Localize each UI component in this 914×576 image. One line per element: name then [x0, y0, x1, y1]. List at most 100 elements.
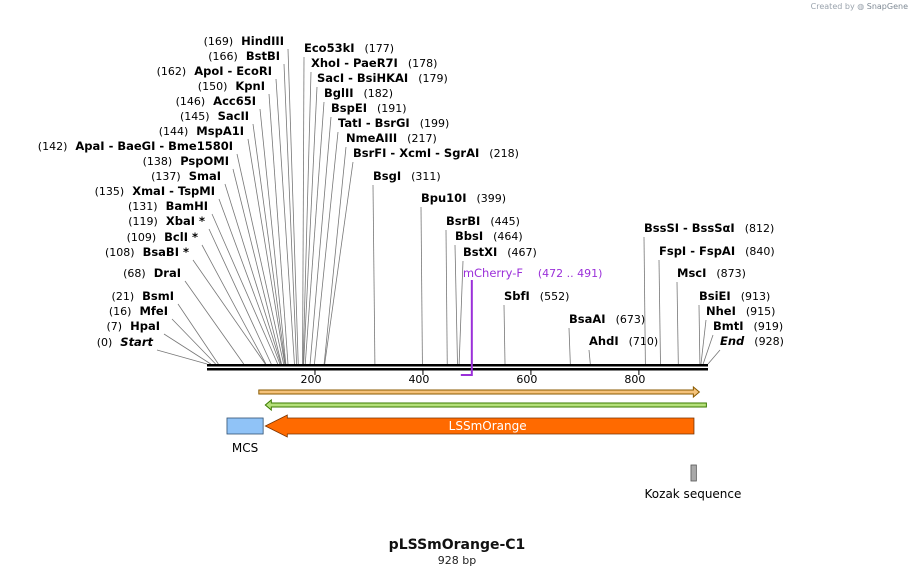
enzyme-site-acc65i[interactable]: Acc65I(146)	[176, 94, 287, 365]
enzyme-position: (135)	[95, 185, 125, 198]
enzyme-position: (131)	[128, 200, 158, 213]
enzyme-site-smai[interactable]: SmaI(137)	[151, 169, 282, 365]
primer-arrow[interactable]	[460, 280, 473, 376]
enzyme-name: DraI	[154, 266, 181, 280]
enzyme-site-xmai-tspmi[interactable]: XmaI - TspMI (135)	[95, 184, 281, 365]
enzyme-site-mspa1i[interactable]: MspA1I(144)	[159, 124, 286, 365]
enzyme-leader-line	[259, 108, 287, 365]
enzyme-position: (840)	[745, 245, 775, 258]
enzyme-site-bstbi[interactable]: BstBI(166)	[208, 49, 298, 365]
enzyme-leader-line	[247, 138, 286, 365]
enzyme-site-ahdi[interactable]: AhdI(710)	[588, 334, 658, 365]
enzyme-site-bpu10i[interactable]: Bpu10I(399)	[420, 191, 506, 365]
enzyme-position: (138)	[143, 155, 173, 168]
enzyme-name: MfeI	[139, 304, 168, 318]
enzyme-leader-line	[232, 168, 282, 365]
enzyme-position: (0)	[97, 336, 113, 349]
enzyme-site-tati-bsrgi[interactable]: TatI - BsrGI(199)	[314, 116, 449, 365]
enzyme-site-kpni[interactable]: KpnI(150)	[198, 79, 289, 365]
enzyme-site-bamhi[interactable]: BamHI (131)	[128, 199, 279, 365]
enzyme-leader-line	[314, 131, 339, 365]
enzyme-position: (68)	[123, 267, 146, 280]
enzyme-site-bbsi[interactable]: BbsI(464)	[454, 229, 523, 365]
enzyme-site-bsaai[interactable]: BsaAI(673)	[568, 312, 645, 365]
enzyme-sites: Start(0)HpaI(7)MfeI(16)BsmI(21)DraI(68)B…	[38, 34, 784, 365]
enzyme-leader-line	[192, 259, 266, 365]
enzyme-site-xhoi-paer7i[interactable]: XhoI - PaeR7I(178)	[302, 56, 437, 365]
enzyme-name: BsrBI	[446, 214, 480, 228]
enzyme-site-sbfi[interactable]: SbfI(552)	[503, 289, 569, 365]
enzyme-name: BsaBI *	[143, 245, 189, 259]
enzyme-site-eco53ki[interactable]: Eco53kI(177)	[302, 41, 395, 365]
enzyme-site-bglii[interactable]: BglII(182)	[304, 86, 393, 365]
primer-mcherry-f[interactable]: mCherry-F (472 .. 491)	[460, 266, 603, 376]
mcs-feature[interactable]	[226, 417, 264, 435]
enzyme-site-msci[interactable]: MscI (873)	[676, 266, 746, 365]
enzyme-site-pspomi[interactable]: PspOMI(138)	[143, 154, 282, 365]
enzyme-leader-line	[236, 153, 285, 365]
enzyme-position: (873)	[716, 267, 746, 280]
enzyme-site-bcli[interactable]: BclI *(109)	[127, 230, 267, 365]
orf-forward-arrow[interactable]	[258, 385, 701, 399]
enzyme-position: (119)	[128, 215, 158, 228]
enzyme-position: (21)	[112, 290, 135, 303]
enzyme-site-bsgi[interactable]: BsgI(311)	[372, 169, 441, 365]
enzyme-leader-line	[454, 244, 458, 365]
map-title-block: pLSSmOrange-C1 928 bp	[0, 537, 914, 567]
enzyme-leader-line	[420, 206, 423, 365]
enzyme-site-bspei[interactable]: BspEI(191)	[309, 101, 407, 365]
enzyme-leader-line	[303, 86, 318, 365]
enzyme-site-apoi-ecori[interactable]: ApoI - EcoRI(162)	[157, 64, 295, 365]
tick-label-800: 800	[624, 373, 645, 386]
enzyme-leader-line	[156, 349, 208, 365]
enzyme-site-nhei[interactable]: NheI(915)	[700, 304, 776, 365]
enzyme-site-sacii[interactable]: SacII(145)	[180, 109, 286, 365]
enzyme-site-bsrbi[interactable]: BsrBI(445)	[445, 214, 520, 365]
enzyme-position: (915)	[746, 305, 776, 318]
enzyme-leader-line	[184, 280, 245, 365]
enzyme-site-bsiei[interactable]: BsiEI(913)	[698, 289, 770, 365]
plasmid-name: pLSSmOrange-C1	[388, 537, 526, 553]
enzyme-site-xbai[interactable]: XbaI *(119)	[128, 214, 272, 365]
enzyme-site-bsrfi-xcmi-sgrai[interactable]: BsrFI - XcmI - SgrAI(218)	[324, 146, 519, 365]
enzyme-leader-line	[208, 228, 272, 365]
enzyme-site-nmeaiii[interactable]: NmeAIII(217)	[323, 131, 437, 365]
mcs-label: MCS	[232, 441, 258, 455]
enzyme-position: (162)	[157, 65, 187, 78]
enzyme-name: BsgI	[373, 169, 401, 183]
lssmorange-feature[interactable]	[264, 414, 695, 438]
enzyme-name: BbsI	[455, 229, 483, 243]
enzyme-site-bstxi[interactable]: BstXI(467)	[458, 245, 537, 365]
backbone-bottom-strand	[207, 368, 708, 371]
enzyme-site-mfei[interactable]: MfeI (16)	[109, 304, 216, 365]
enzyme-site-fspi-fspai[interactable]: FspI - FspAI(840)	[658, 244, 775, 365]
enzyme-site-bsabi[interactable]: BsaBI *(108)	[105, 245, 266, 365]
kozak-sequence-feature[interactable]	[690, 464, 697, 482]
enzyme-leader-line	[309, 116, 332, 365]
enzyme-name: MscI	[677, 266, 706, 280]
enzyme-name: ApaI - BaeGI - Bme1580I	[75, 139, 233, 153]
enzyme-site-drai[interactable]: DraI (68)	[123, 266, 245, 365]
backbone-top-strand	[207, 364, 708, 367]
enzyme-name: SacI - BsiHKAI	[317, 71, 408, 85]
enzyme-site-bmti[interactable]: BmtI(919)	[702, 319, 783, 365]
enzyme-site-apai-baegi-bme1580i[interactable]: ApaI - BaeGI - Bme1580I(142)	[38, 139, 285, 365]
enzyme-position: (218)	[489, 147, 519, 160]
enzyme-site-bsmi[interactable]: BsmI(21)	[112, 289, 219, 365]
orf-reverse-arrow[interactable]	[264, 398, 707, 412]
enzyme-name: BamHI	[166, 199, 208, 213]
primer-label: mCherry-F	[463, 266, 523, 280]
enzyme-site-end[interactable]: End(928)	[707, 334, 784, 365]
enzyme-site-bsssi-bsss-i[interactable]: BssSI - BssSαI(812)	[643, 221, 774, 365]
enzyme-site-hpai[interactable]: HpaI(7)	[107, 319, 211, 365]
enzyme-position: (928)	[754, 335, 784, 348]
enzyme-site-start[interactable]: Start(0)	[97, 335, 208, 365]
backbone	[207, 364, 708, 371]
enzyme-leader-line	[163, 333, 211, 365]
orfs	[258, 385, 707, 412]
enzyme-leader-line	[324, 161, 354, 365]
enzyme-site-saci-bsihkai[interactable]: SacI - BsiHKAI(179)	[303, 71, 448, 365]
enzyme-name: XmaI - TspMI	[132, 184, 215, 198]
enzyme-site-hindiii[interactable]: HindIII(169)	[204, 34, 299, 365]
enzyme-position: (16)	[109, 305, 132, 318]
